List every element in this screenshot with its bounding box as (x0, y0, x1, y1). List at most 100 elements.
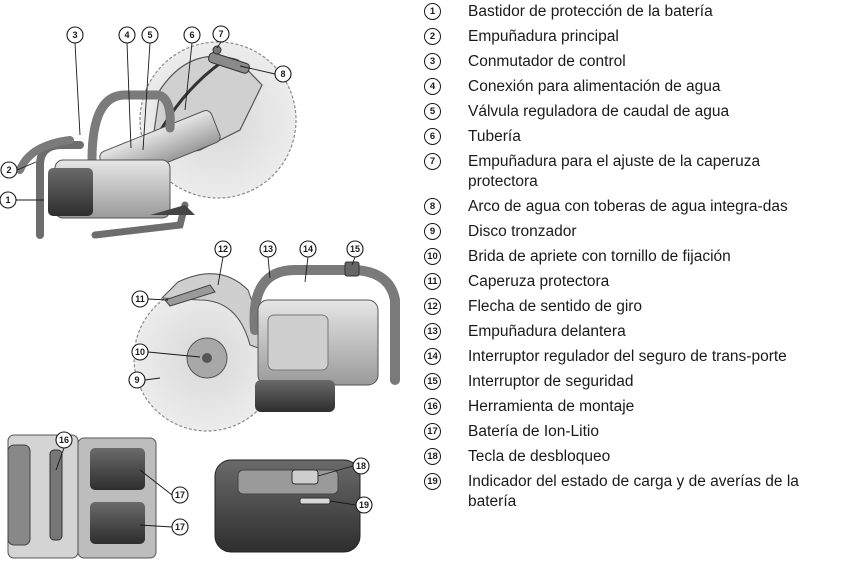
battery-mid (255, 380, 335, 412)
callout-4: 4 (118, 26, 136, 44)
legend-number: 15 (424, 373, 441, 390)
safety-switch (344, 261, 360, 277)
product-illustration: 1 2 3 4 5 6 7 8 9 10 11 12 13 14 15 16 1… (0, 25, 400, 559)
battery-pack-2 (90, 502, 145, 544)
callout-label: 16 (59, 435, 69, 445)
callout-16: 16 (55, 431, 73, 449)
callout-label: 13 (263, 244, 273, 254)
legend-number: 1 (424, 3, 441, 20)
leader-lines (16, 41, 357, 528)
legend-item: 18 Tecla de desbloqueo (414, 447, 852, 467)
front-handle-top (87, 90, 175, 165)
callout-label: 6 (189, 30, 194, 40)
legend-text: Brida de apriete con tornillo de fijació… (468, 248, 731, 265)
legend-text: Disco tronzador (468, 223, 577, 240)
battery-pack-1 (90, 448, 145, 490)
callout-label: 15 (350, 244, 360, 254)
callout-label: 1 (5, 195, 10, 205)
callout-label: 9 (134, 375, 139, 385)
legend-number: 10 (424, 248, 441, 265)
release-button (291, 469, 319, 485)
legend-item: 10 Brida de apriete con tornillo de fijac… (414, 247, 852, 267)
motor-vent (267, 314, 329, 371)
callout-label: 11 (135, 294, 145, 304)
callout-2: 2 (0, 161, 18, 179)
legend-number: 16 (424, 398, 441, 415)
legend-number: 19 (424, 473, 441, 490)
legend-text: Conmutador de control (468, 53, 626, 70)
legend-text: Tubería (468, 128, 521, 145)
legend-number: 18 (424, 448, 441, 465)
rear-grip-top-view (7, 444, 31, 546)
callout-14: 14 (299, 240, 317, 258)
legend-number: 14 (424, 348, 441, 365)
callout-7: 7 (212, 25, 230, 43)
callout-5: 5 (141, 26, 159, 44)
callout-label: 17 (175, 522, 185, 532)
legend-text: Tecla de desbloqueo (468, 448, 611, 465)
legend-text: Indicador del estado de carga y de averí… (468, 473, 799, 510)
legend-number: 2 (424, 28, 441, 45)
legend-text: Arco de agua con toberas de agua integra… (468, 198, 788, 215)
callout-1: 1 (0, 191, 17, 209)
callout-17b: 17 (171, 518, 189, 536)
front-handle-mid (249, 265, 400, 385)
legend-text: Caperuza protectora (468, 273, 610, 290)
callout-12: 12 (214, 240, 232, 258)
legend-item: 6 Tubería (414, 127, 852, 147)
legend-number: 6 (424, 128, 441, 145)
callout-18: 18 (352, 457, 370, 475)
callout-label: 7 (218, 29, 223, 39)
callout-label: 19 (359, 500, 369, 510)
legend-text: Empuñadura delantera (468, 323, 626, 340)
callout-label: 2 (6, 165, 11, 175)
callout-label: 17 (175, 490, 185, 500)
callout-15: 15 (346, 240, 364, 258)
callout-label: 5 (147, 30, 152, 40)
callout-3: 3 (66, 26, 84, 44)
legend-number: 13 (424, 323, 441, 340)
callout-19: 19 (355, 496, 373, 514)
guard-handle-mid (164, 284, 216, 307)
legend-number: 8 (424, 198, 441, 215)
legend-item: 2 Empuñadura principal (414, 27, 852, 47)
callout-10: 10 (131, 343, 149, 361)
battery-top-plate (237, 469, 339, 495)
battery-top (48, 168, 93, 216)
legend-number: 9 (424, 223, 441, 240)
callout-label: 18 (356, 461, 366, 471)
legend-text: Empuñadura para el ajuste de la caperuza… (468, 153, 761, 190)
callout-label: 8 (280, 69, 285, 79)
legend-item: 3 Conmutador de control (414, 52, 852, 72)
saw-side-view (16, 41, 297, 239)
legend-number: 11 (424, 273, 441, 290)
legend-number: 12 (424, 298, 441, 315)
legend-number: 3 (424, 53, 441, 70)
legend-item: 11 Caperuza protectora (414, 272, 852, 292)
legend-text: Empuñadura principal (468, 28, 619, 45)
clamp-bolt (202, 353, 212, 363)
callout-6: 6 (183, 26, 201, 44)
callout-9: 9 (128, 371, 146, 389)
battery-view (214, 459, 361, 553)
charge-indicator (299, 497, 331, 505)
callout-label: 10 (135, 347, 145, 357)
mounting-tool (49, 449, 63, 541)
callout-17a: 17 (171, 486, 189, 504)
callout-label: 3 (72, 30, 77, 40)
callout-13: 13 (259, 240, 277, 258)
callout-11: 11 (131, 290, 149, 308)
rear-handle-top (16, 136, 74, 174)
callout-label: 4 (124, 30, 129, 40)
saw-top-view (7, 434, 157, 559)
water-arc (208, 52, 250, 74)
